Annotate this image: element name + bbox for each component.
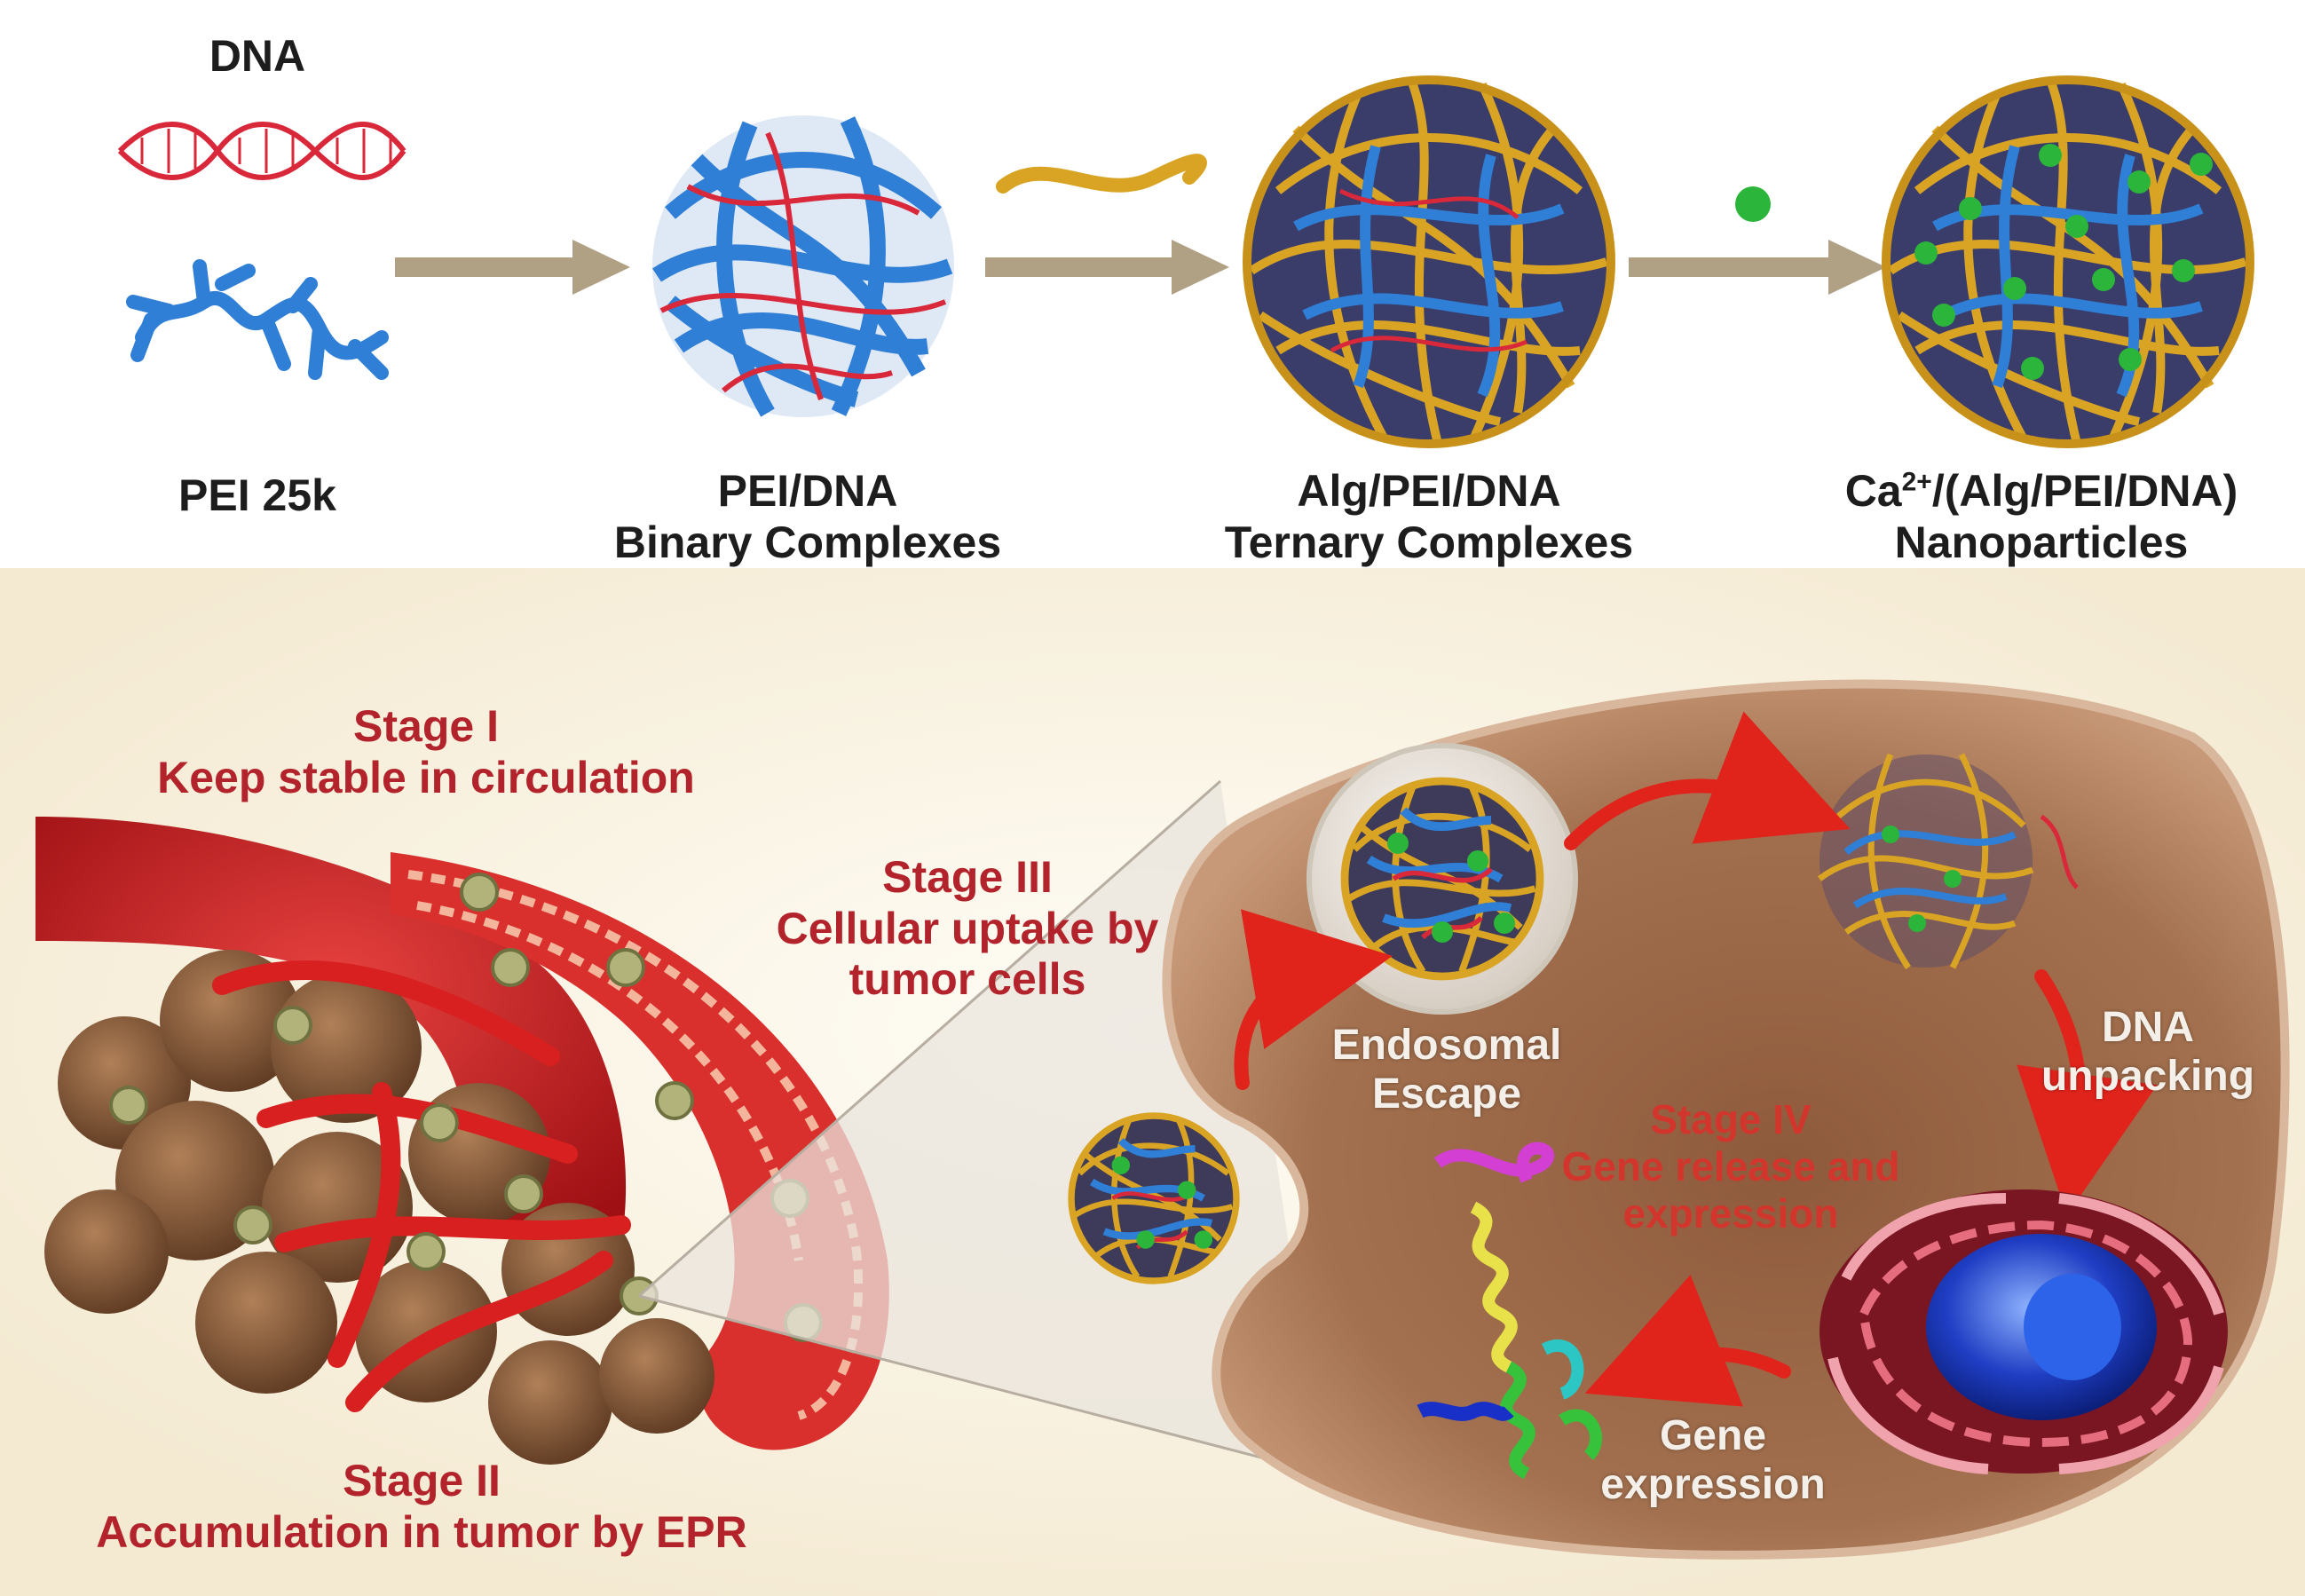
expression-line2: expression — [1600, 1461, 1826, 1509]
process-arrows — [395, 240, 1886, 295]
stage4-line2: expression — [1622, 1189, 1839, 1237]
ca-charge: 2+ — [1901, 467, 1932, 497]
dna-label-text: DNA — [209, 31, 306, 81]
ca-suffix: /(Alg/PEI/DNA) — [1931, 466, 2238, 516]
pei-label: PEI 25k — [142, 470, 373, 522]
binary-complex-label: PEI/DNA Binary Complexes — [568, 466, 1047, 568]
gene-expression-label: Gene expression — [1580, 1411, 1846, 1509]
stage2-label: Stage II Accumulation in tumor by EPR — [71, 1456, 772, 1558]
binary-line1: PEI/DNA — [717, 466, 898, 516]
stage1-text: Keep stable in circulation — [157, 752, 695, 802]
ternary-complex-label: Alg/PEI/DNA Ternary Complexes — [1180, 466, 1677, 568]
dna-label: DNA — [178, 31, 337, 83]
stage3-line1: Cellular uptake by — [776, 903, 1159, 953]
stage2-text: Accumulation in tumor by EPR — [96, 1506, 747, 1557]
pei-label-text: PEI 25k — [178, 470, 336, 520]
pei-polymer-icon — [126, 259, 389, 380]
binary-line2: Binary Complexes — [613, 517, 1002, 567]
nucleus-icon — [1820, 1189, 2228, 1474]
endosomal-line2: Escape — [1371, 1071, 1522, 1118]
ternary-line2: Ternary Complexes — [1224, 517, 1634, 567]
unpacking-line2: unpacking — [2041, 1053, 2255, 1101]
unpacking-complex — [1817, 753, 2079, 969]
endosomal-escape-label: Endosomal Escape — [1322, 1021, 1571, 1118]
stage3-label: Stage III Cellular uptake by tumor cells — [763, 852, 1172, 1006]
stage1-title: Stage I — [353, 701, 499, 751]
stage4-label: Stage IV Gene release and expression — [1527, 1096, 1935, 1237]
calcium-ion-icon — [1735, 186, 1771, 222]
stage3-line2: tumor cells — [849, 954, 1086, 1004]
binary-complex-sphere — [652, 115, 954, 417]
stage2-title: Stage II — [343, 1456, 501, 1505]
ca-prefix: Ca — [1844, 466, 1902, 516]
alginate-strand-icon — [996, 154, 1207, 194]
stage4-line1: Gene release and — [1561, 1142, 1900, 1189]
nano-line1: Ca2+/(Alg/PEI/DNA) — [1811, 466, 2272, 518]
endosome — [1306, 743, 1578, 1015]
dna-helix-icon — [117, 122, 407, 180]
zoom-wedge — [639, 781, 1322, 1474]
stage1-label: Stage I Keep stable in circulation — [133, 701, 719, 803]
expression-line1: Gene — [1659, 1412, 1767, 1459]
stage3-title: Stage III — [882, 852, 1053, 902]
ternary-line1: Alg/PEI/DNA — [1297, 466, 1561, 516]
dna-unpacking-label: DNA unpacking — [2006, 1003, 2290, 1101]
capillaries — [212, 960, 631, 1412]
incoming-nanoparticle — [1071, 1116, 1236, 1281]
nanoparticle-label: Ca2+/(Alg/PEI/DNA) Nanoparticles — [1811, 466, 2272, 568]
nano-line2: Nanoparticles — [1894, 517, 2189, 567]
protein-icon — [1417, 1142, 1603, 1480]
pathway-arrows — [1234, 711, 2158, 1407]
nanoparticle-sphere — [1882, 75, 2254, 448]
endosomal-line1: Endosomal — [1331, 1022, 1562, 1069]
stage4-title: Stage IV — [1650, 1096, 1812, 1142]
unpacking-line1: DNA — [2102, 1004, 2194, 1051]
ternary-complex-sphere — [1243, 75, 1615, 448]
